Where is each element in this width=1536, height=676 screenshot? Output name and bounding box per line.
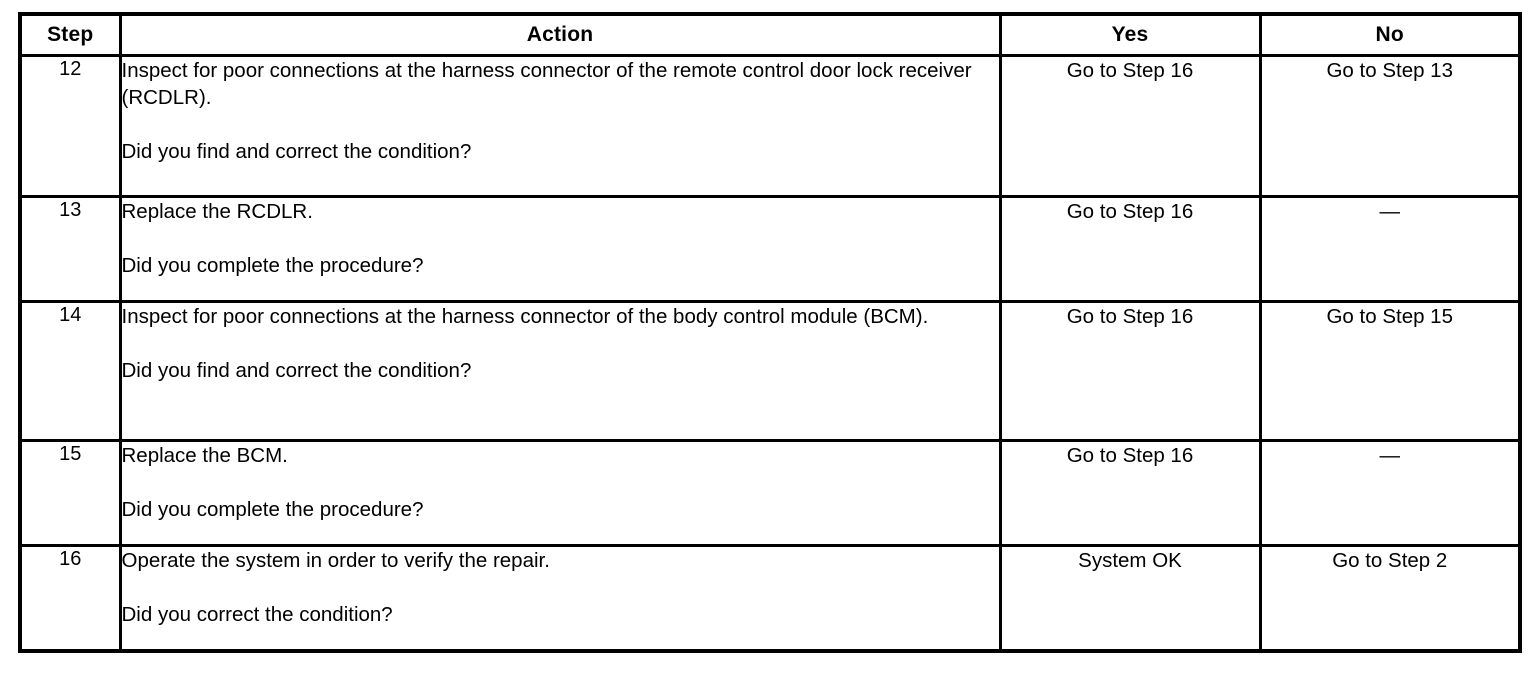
action-spacer	[122, 330, 999, 357]
action-question: Did you correct the condition?	[121, 603, 393, 627]
action-spacer	[122, 111, 999, 138]
action-instruction: Inspect for poor connections at the harn…	[121, 59, 972, 110]
action-instruction: Inspect for poor connections at the harn…	[121, 305, 929, 328]
action-instruction: Replace the RCDLR.	[121, 200, 313, 223]
yes-result: Go to Step 16	[998, 300, 1262, 442]
action-text: Replace the BCM. Did you complete the pr…	[118, 439, 1002, 547]
action-spacer	[122, 574, 999, 601]
no-result: Go to Step 13	[1258, 54, 1522, 198]
yes-result: System OK	[998, 544, 1262, 653]
step-number: 15	[18, 439, 122, 547]
table-row: 16 Operate the system in order to verify…	[18, 544, 1522, 653]
table-body: 12 Inspect for poor connections at the h…	[18, 54, 1522, 653]
table-header: Step Action Yes No	[18, 12, 1522, 57]
action-text: Inspect for poor connections at the harn…	[118, 300, 1002, 442]
table-row: 12 Inspect for poor connections at the h…	[18, 54, 1522, 198]
action-question: Did you complete the procedure?	[121, 254, 424, 278]
step-number: 12	[18, 54, 122, 198]
column-header-no: No	[1258, 12, 1522, 57]
header-row: Step Action Yes No	[18, 12, 1522, 57]
action-instruction: Replace the BCM.	[121, 444, 288, 467]
table-row: 14 Inspect for poor connections at the h…	[18, 300, 1522, 442]
action-question: Did you find and correct the condition?	[121, 359, 472, 383]
diagnostic-procedure-table: Step Action Yes No 12 Inspect for poor c…	[18, 12, 1522, 653]
action-text: Inspect for poor connections at the harn…	[118, 54, 1002, 198]
no-result: Go to Step 2	[1258, 544, 1522, 653]
column-header-step: Step	[18, 12, 122, 57]
action-instruction: Operate the system in order to verify th…	[121, 549, 550, 572]
column-header-action: Action	[118, 12, 1002, 57]
table-row: 15 Replace the BCM. Did you complete the…	[18, 439, 1522, 547]
table-row: 13 Replace the RCDLR. Did you complete t…	[18, 195, 1522, 303]
no-result: —	[1258, 439, 1522, 547]
action-text: Operate the system in order to verify th…	[118, 544, 1002, 653]
action-question: Did you complete the procedure?	[121, 498, 424, 522]
no-result: Go to Step 15	[1258, 300, 1522, 442]
column-header-yes: Yes	[998, 12, 1262, 57]
step-number: 16	[18, 544, 122, 653]
yes-result: Go to Step 16	[998, 195, 1262, 303]
no-result: —	[1258, 195, 1522, 303]
action-question: Did you find and correct the condition?	[121, 140, 472, 164]
yes-result: Go to Step 16	[998, 54, 1262, 198]
yes-result: Go to Step 16	[998, 439, 1262, 547]
action-text: Replace the RCDLR. Did you complete the …	[118, 195, 1002, 303]
step-number: 13	[18, 195, 122, 303]
action-spacer	[122, 469, 999, 496]
action-spacer	[122, 225, 999, 252]
step-number: 14	[18, 300, 122, 442]
